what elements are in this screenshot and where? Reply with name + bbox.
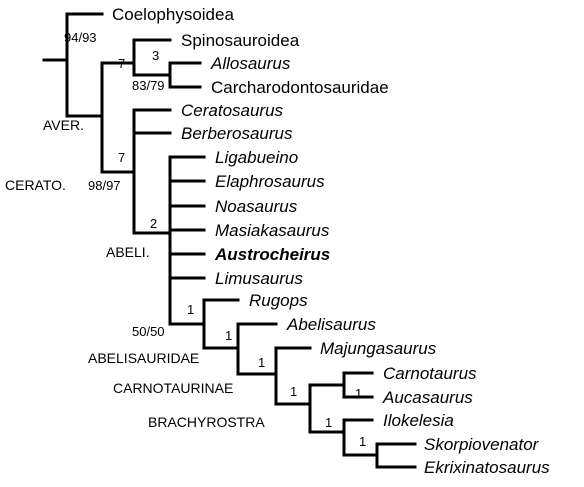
- support-brachyrostra-node: 1: [290, 384, 297, 399]
- support-values: 94/93 7 3 83/79 7 98/97 2 1 50/50 1 1 1 …: [64, 30, 366, 449]
- taxon-allosaurus: Allosaurus: [210, 54, 291, 73]
- support-abelisauroidea: 2: [150, 216, 157, 231]
- support-carnotaurus-aucasaurus: 1: [355, 386, 362, 401]
- taxon-skorpiovenator: Skorpiovenator: [424, 435, 540, 454]
- clade-averostra: AVER.: [43, 117, 84, 133]
- clade-carnotaurinae: CARNOTAURINAE: [113, 380, 233, 396]
- taxon-masiakasaurus: Masiakasaurus: [215, 221, 330, 240]
- taxon-abelisaurus: Abelisaurus: [286, 315, 376, 334]
- taxon-ekrixinatosaurus: Ekrixinatosaurus: [424, 458, 550, 477]
- support-ilokelesia-node: 1: [325, 415, 332, 430]
- clade-brachyrostra: BRACHYROSTRA: [148, 414, 265, 430]
- support-abelisauridae-sub: 1: [225, 328, 232, 343]
- clade-ceratosauria: CERATO.: [5, 177, 66, 193]
- clade-abelisauridae: ABELISAURIDAE: [88, 350, 199, 366]
- taxon-aucasaurus: Aucasaurus: [382, 388, 473, 407]
- support-ceratosauria-a: 7: [118, 150, 125, 165]
- support-abelisauridae-b: 50/50: [132, 324, 165, 339]
- clade-abelisauroidea: ABELI.: [106, 244, 150, 260]
- taxon-ligabueino: Ligabueino: [215, 148, 298, 167]
- taxon-carcharodontosauridae: Carcharodontosauridae: [211, 78, 389, 97]
- taxon-labels: Coelophysoidea Spinosauroidea Allosaurus…: [112, 5, 550, 477]
- support-skorpio-ekrix: 1: [359, 434, 366, 449]
- support-ceratosauria-b: 98/97: [88, 178, 121, 193]
- taxon-austrocheirus: Austrocheirus: [214, 245, 330, 264]
- support-allosauroidea-lower: 83/79: [132, 78, 165, 93]
- taxon-coelophysoidea: Coelophysoidea: [112, 5, 234, 24]
- taxon-spinosauroidea: Spinosauroidea: [181, 31, 300, 50]
- taxon-rugops: Rugops: [249, 291, 308, 310]
- taxon-ceratosaurus: Ceratosaurus: [181, 101, 284, 120]
- tree-branches: [42, 12, 417, 469]
- support-tetanurae: 7: [118, 56, 125, 71]
- taxon-berberosaurus: Berberosaurus: [181, 124, 293, 143]
- taxon-limusaurus: Limusaurus: [215, 269, 303, 288]
- taxon-noasaurus: Noasaurus: [215, 197, 298, 216]
- support-allosauroidea: 3: [152, 48, 159, 63]
- taxon-elaphrosaurus: Elaphrosaurus: [215, 172, 325, 191]
- clade-labels: AVER. CERATO. ABELI. ABELISAURIDAE CARNO…: [5, 117, 265, 430]
- support-carnotaurinae-node: 1: [258, 355, 265, 370]
- support-abelisauridae-a: 1: [187, 302, 194, 317]
- taxon-carnotaurus: Carnotaurus: [383, 364, 477, 383]
- taxon-majungasaurus: Majungasaurus: [320, 339, 437, 358]
- taxon-ilokelesia: Ilokelesia: [383, 411, 454, 430]
- support-averostra: 94/93: [64, 30, 97, 45]
